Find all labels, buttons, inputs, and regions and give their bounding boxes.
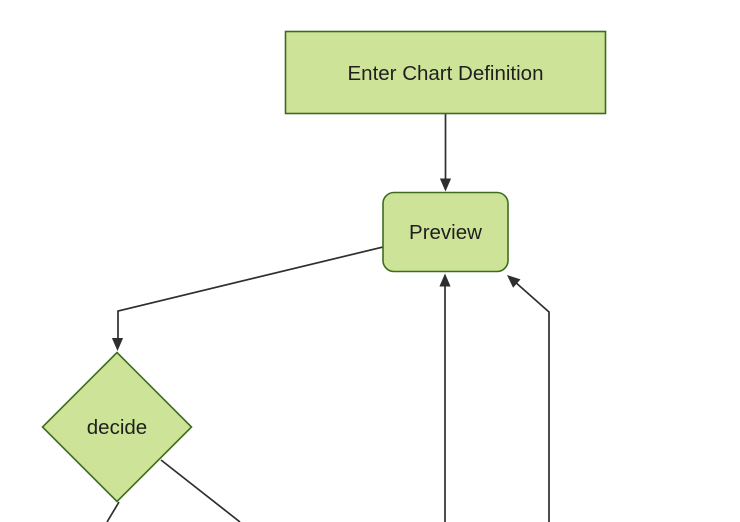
- arrowhead-into-preview-bottom: [439, 273, 451, 287]
- node-label-preview: Preview: [409, 221, 482, 244]
- node-enter-chart-definition: [284, 30, 607, 115]
- edge-decide-to-offscreen-right: [160, 459, 241, 522]
- node-layer: Enter Chart Definition Preview decide: [41, 30, 607, 503]
- node-preview: [382, 191, 509, 273]
- edge-offscreen-to-preview-corner: [513, 280, 550, 522]
- edge-preview-to-decide: [117, 246, 384, 339]
- node-label-decide: decide: [87, 416, 147, 439]
- arrowhead-into-preview-corner: [507, 275, 521, 288]
- arrowhead-into-decide-top: [111, 338, 124, 351]
- node-label-enter-chart-definition: Enter Chart Definition: [348, 62, 544, 85]
- node-decide: [41, 351, 193, 503]
- edge-layer: [106, 114, 550, 522]
- edge-decide-to-offscreen-left: [106, 501, 120, 522]
- arrowhead-into-preview-top: [439, 178, 452, 192]
